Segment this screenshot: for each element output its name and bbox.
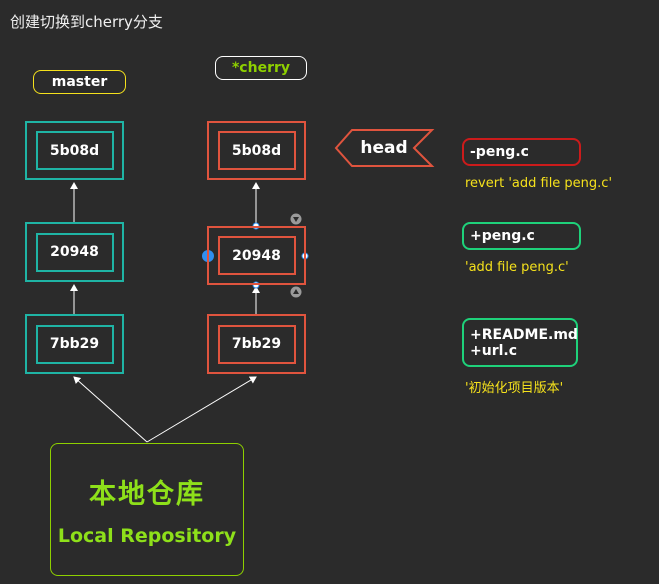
branch-label-cherry-text: *cherry: [231, 60, 291, 76]
master-commit-1[interactable]: 5b08d: [25, 121, 124, 180]
branch-label-master-text: master: [51, 74, 108, 90]
change-desc-init: '初始化项目版本': [465, 381, 564, 396]
change-line: +url.c: [470, 342, 518, 359]
head-pointer[interactable]: head: [354, 136, 414, 160]
cherry-commit-3[interactable]: 7bb29: [207, 314, 306, 374]
change-line: +README.md: [470, 326, 578, 343]
change-desc-revert: revert 'add file peng.c': [465, 176, 613, 191]
cherry-commit-1[interactable]: 5b08d: [207, 121, 306, 180]
master-commit-3[interactable]: 7bb29: [25, 314, 124, 374]
head-pointer-shape: [334, 129, 435, 167]
repo-arrow-master: [73, 376, 148, 443]
change-box-add[interactable]: +peng.c: [462, 222, 581, 250]
page-title: 创建切换到cherry分支: [10, 13, 163, 31]
cherry-commit-1-label: 5b08d: [217, 131, 296, 170]
local-repository-title-cn: 本地仓库: [89, 479, 205, 510]
cherry-commit-2[interactable]: 20948: [207, 226, 306, 285]
local-repository-title-en: Local Repository: [57, 525, 237, 547]
branch-label-cherry[interactable]: *cherry: [215, 56, 307, 80]
master-commit-1-label: 5b08d: [35, 131, 114, 170]
master-commit-2[interactable]: 20948: [25, 222, 124, 282]
change-desc-add: 'add file peng.c': [465, 260, 569, 275]
repo-arrow-cherry: [146, 376, 257, 443]
change-box-init[interactable]: +README.md +url.c: [462, 318, 578, 367]
master-commit-2-label: 20948: [35, 232, 114, 272]
change-line: -peng.c: [470, 144, 529, 160]
master-commit-3-label: 7bb29: [35, 324, 114, 364]
change-box-revert[interactable]: -peng.c: [462, 138, 581, 166]
cherry-commit-2-label: 20948: [217, 236, 296, 275]
cherry-commit-3-label: 7bb29: [217, 324, 296, 364]
change-line: +peng.c: [470, 228, 535, 244]
collapse-up-glyph: [293, 217, 299, 222]
head-label: head: [360, 138, 408, 158]
local-repository-box[interactable]: 本地仓库 Local Repository: [50, 443, 244, 576]
collapse-down-glyph: [293, 289, 299, 294]
branch-label-master[interactable]: master: [33, 70, 126, 94]
